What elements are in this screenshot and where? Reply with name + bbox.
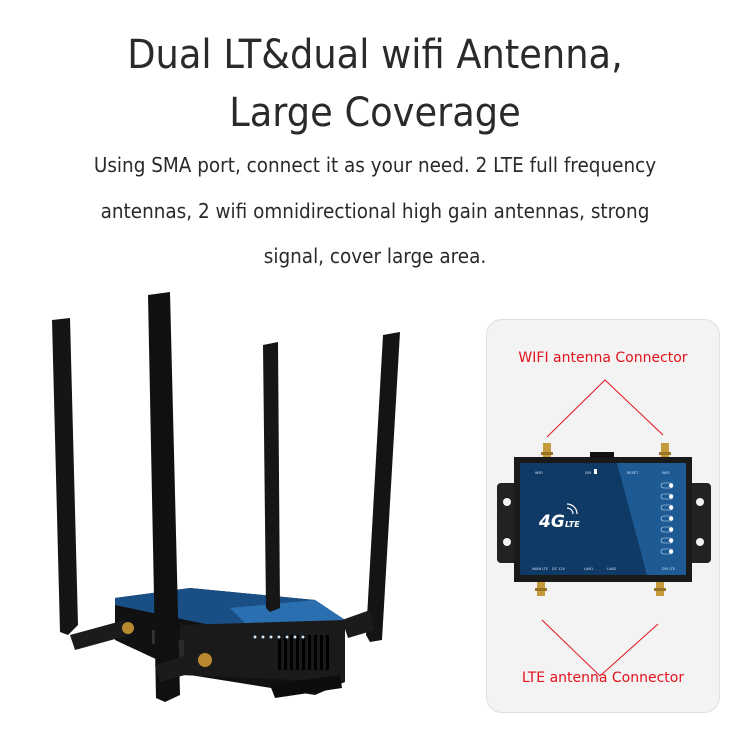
left-bracket (497, 483, 519, 563)
connector-diagram-panel: WIFI antenna Connector LTE antenna Conne… (486, 319, 720, 713)
antenna-left (52, 318, 134, 650)
heading-line-2: Large Coverage (229, 90, 521, 136)
heading-line-1: Dual LT&dual wifi Antenna, (127, 32, 623, 78)
right-bracket (689, 483, 711, 563)
port-label-sim: SIM (585, 471, 591, 475)
wifi-sma-connector (541, 443, 671, 459)
wifi-connector-label: WIFI antenna Connector (518, 350, 688, 366)
description-line-3: signal, cover large area. (263, 244, 487, 268)
4g-logo: 4G (538, 512, 565, 532)
port-label-wifi-right: WIFI (662, 471, 670, 475)
port-label-div-lte: DIV LTE (662, 567, 675, 571)
antenna-right (342, 332, 400, 642)
lte-logo: LTE (565, 520, 580, 529)
antenna-back-right (263, 342, 280, 612)
lte-sma-connector (535, 582, 666, 596)
wifi-pointer-lines (546, 379, 664, 438)
description-line-2: antennas, 2 wifi omnidirectional high ga… (100, 199, 650, 223)
lte-pointer-lines (541, 619, 659, 677)
description-line-1: Using SMA port, connect it as your need.… (93, 153, 657, 177)
led-indicators (660, 482, 674, 555)
port-label-lan1: LAN1 (584, 567, 593, 571)
router-body (115, 588, 345, 698)
router-product-image (52, 292, 400, 702)
port-label-dc-12v: DC 12V (552, 567, 566, 571)
port-label-wifi-left: WIFI (535, 471, 543, 475)
antenna-front (148, 292, 212, 702)
port-label-lan2: LAN2 (607, 567, 616, 571)
port-label-main-lte: MAIN LTE (532, 567, 548, 571)
connector-diagram: 4G LTE WIFI SIM RESET WIFI MAIN LTE DC 1… (497, 379, 711, 677)
port-label-reset: RESET (627, 471, 639, 475)
lte-connector-label: LTE antenna Connector (521, 670, 685, 686)
